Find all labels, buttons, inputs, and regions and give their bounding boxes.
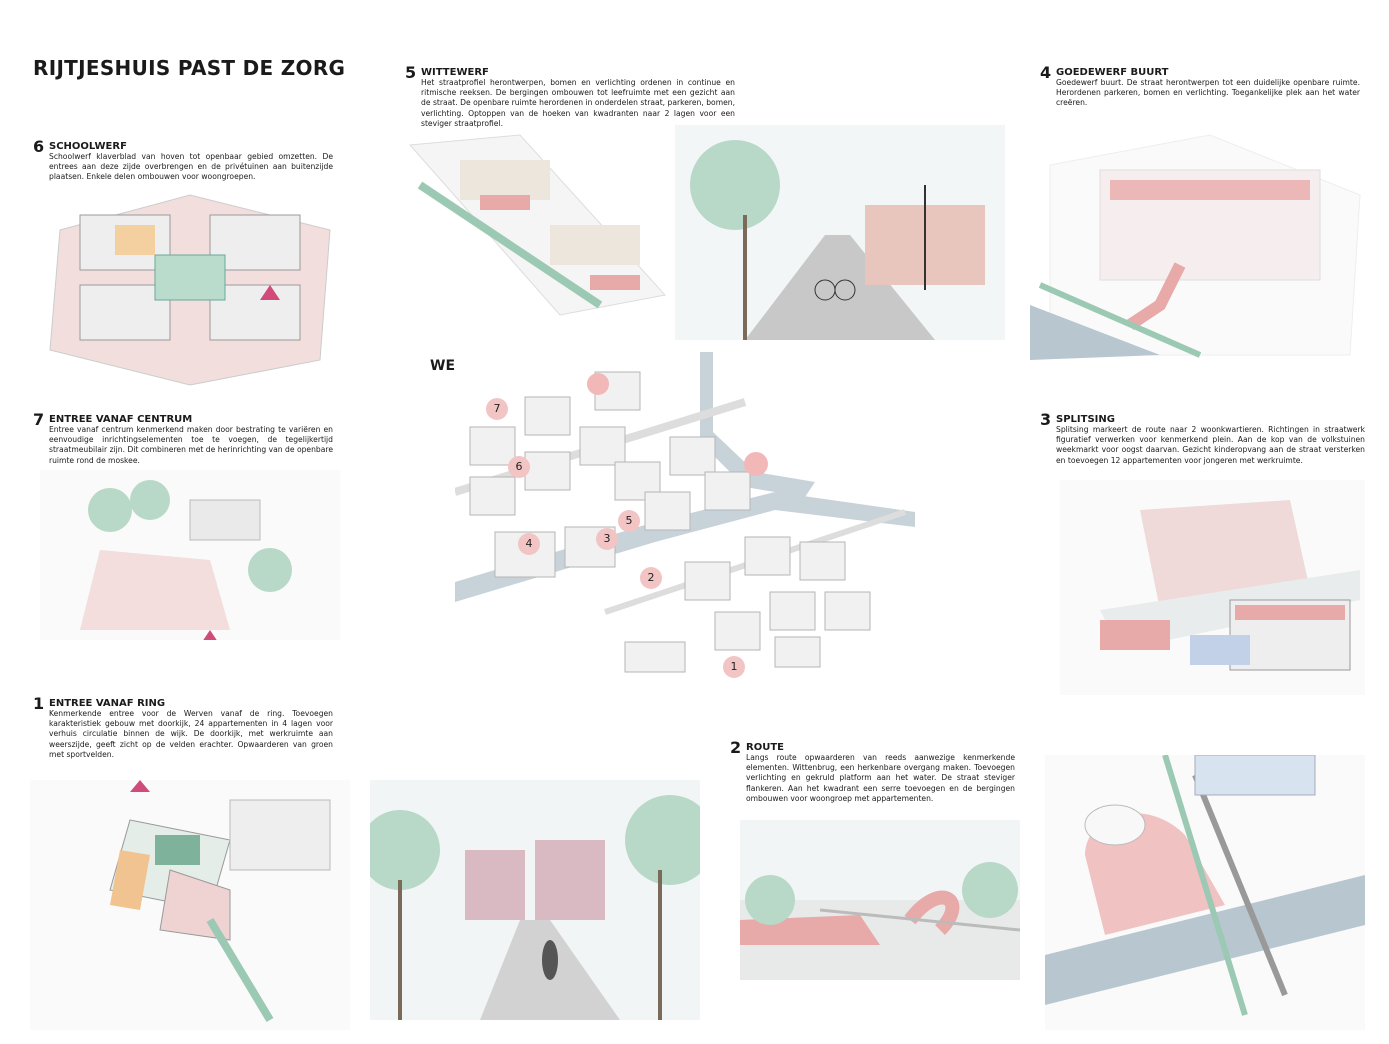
- section-2-number: 2: [730, 738, 742, 757]
- splitsing-illustration: [1060, 480, 1365, 695]
- section-2-body: Langs route opwaarderen van reeds aanwez…: [746, 753, 1015, 803]
- section-1-body: Kenmerkende entree voor de Werven vanaf …: [49, 709, 333, 759]
- section-6-text: 6 SCHOOLWERF Schoolwerf klaverblad van h…: [33, 137, 333, 183]
- map-marker-4: 4: [518, 533, 540, 555]
- page-title: RIJTJESHUIS PAST DE ZORG: [33, 56, 346, 80]
- map-highlight-dot: [587, 373, 609, 395]
- map-marker-5: 5: [618, 510, 640, 532]
- entree-centrum-illustration: [40, 470, 340, 640]
- entree-ring-perspective: [370, 780, 700, 1020]
- section-7-text: 7 ENTREE VANAF CENTRUM Entree vanaf cent…: [33, 410, 333, 466]
- entree-ring-illustration: [30, 780, 350, 1030]
- wittewerf-perspective: [675, 125, 1005, 340]
- section-7-number: 7: [33, 410, 45, 429]
- section-2-title: ROUTE: [746, 742, 784, 753]
- section-5-title: WITTEWERF: [421, 67, 489, 78]
- section-7-body: Entree vanaf centrum kenmerkend maken do…: [49, 425, 333, 465]
- section-5-text: 5 WITTEWERF Het straatprofiel herontwerp…: [405, 63, 735, 129]
- section-4-body: Goedewerf buurt. De straat herontwerpen …: [1056, 78, 1360, 108]
- section-3-body: Splitsing markeert de route naar 2 woonk…: [1056, 425, 1365, 465]
- section-1-number: 1: [33, 694, 45, 713]
- map-marker-6: 6: [508, 456, 530, 478]
- section-4-title: GOEDEWERF BUURT: [1056, 67, 1169, 78]
- map-highlight-dot: [744, 452, 768, 476]
- section-3-number: 3: [1040, 410, 1052, 429]
- section-4-text: 4 GOEDEWERF BUURT Goedewerf buurt. De st…: [1040, 63, 1360, 109]
- section-5-number: 5: [405, 63, 417, 82]
- wittewerf-illustration: [408, 134, 666, 316]
- section-3-text: 3 SPLITSING Splitsing markeert de route …: [1040, 410, 1365, 466]
- section-4-number: 4: [1040, 63, 1052, 82]
- route-illustration: [1045, 755, 1365, 1030]
- map-marker-3: 3: [596, 528, 618, 550]
- section-1-text: 1 ENTREE VANAF RING Kenmerkende entree v…: [33, 694, 333, 760]
- section-3-title: SPLITSING: [1056, 414, 1115, 425]
- section-5-body: Het straatprofiel herontwerpen, bomen en…: [421, 78, 735, 128]
- map-marker-7: 7: [486, 398, 508, 420]
- section-6-number: 6: [33, 137, 45, 156]
- section-6-title: SCHOOLWERF: [49, 141, 127, 152]
- section-2-text: 2 ROUTE Langs route opwaarderen van reed…: [730, 738, 1015, 804]
- goedewerf-illustration: [1030, 134, 1361, 360]
- section-6-body: Schoolwerf klaverblad van hoven tot open…: [49, 152, 333, 182]
- section-7-title: ENTREE VANAF CENTRUM: [49, 414, 193, 425]
- map-marker-2: 2: [640, 567, 662, 589]
- map-marker-1: 1: [723, 656, 745, 678]
- schoolwerf-illustration: [49, 194, 331, 386]
- route-perspective: [740, 820, 1020, 980]
- section-1-title: ENTREE VANAF RING: [49, 698, 166, 709]
